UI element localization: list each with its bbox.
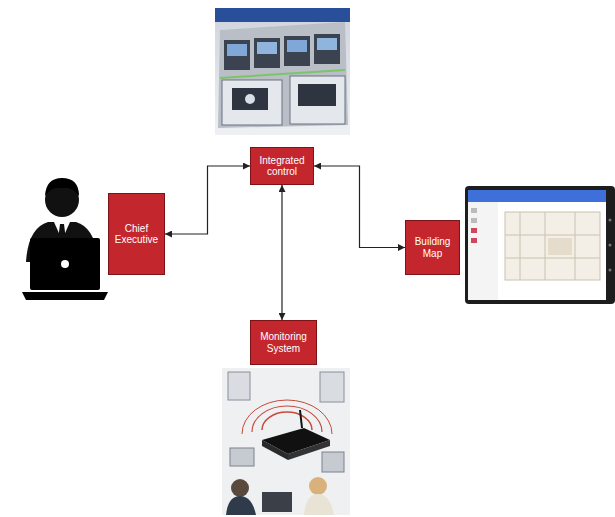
executive-icon — [22, 178, 108, 300]
process-box: Chief Executive — [108, 193, 165, 275]
process-box: Building Map — [405, 220, 460, 275]
monitoring-illustration — [222, 368, 350, 515]
box-label: Building Map — [410, 236, 455, 259]
connector-arrow — [281, 185, 282, 320]
connector-arrow — [165, 166, 250, 234]
control-panel-photo — [215, 8, 350, 135]
box-label: Integrated control — [255, 155, 309, 178]
connector-arrow — [314, 166, 405, 248]
process-box: Integrated control — [250, 147, 314, 185]
process-box: Monitoring System — [250, 320, 317, 365]
box-label: Chief Executive — [113, 223, 160, 246]
box-label: Monitoring System — [255, 331, 312, 354]
building-map-tablet — [465, 186, 615, 304]
